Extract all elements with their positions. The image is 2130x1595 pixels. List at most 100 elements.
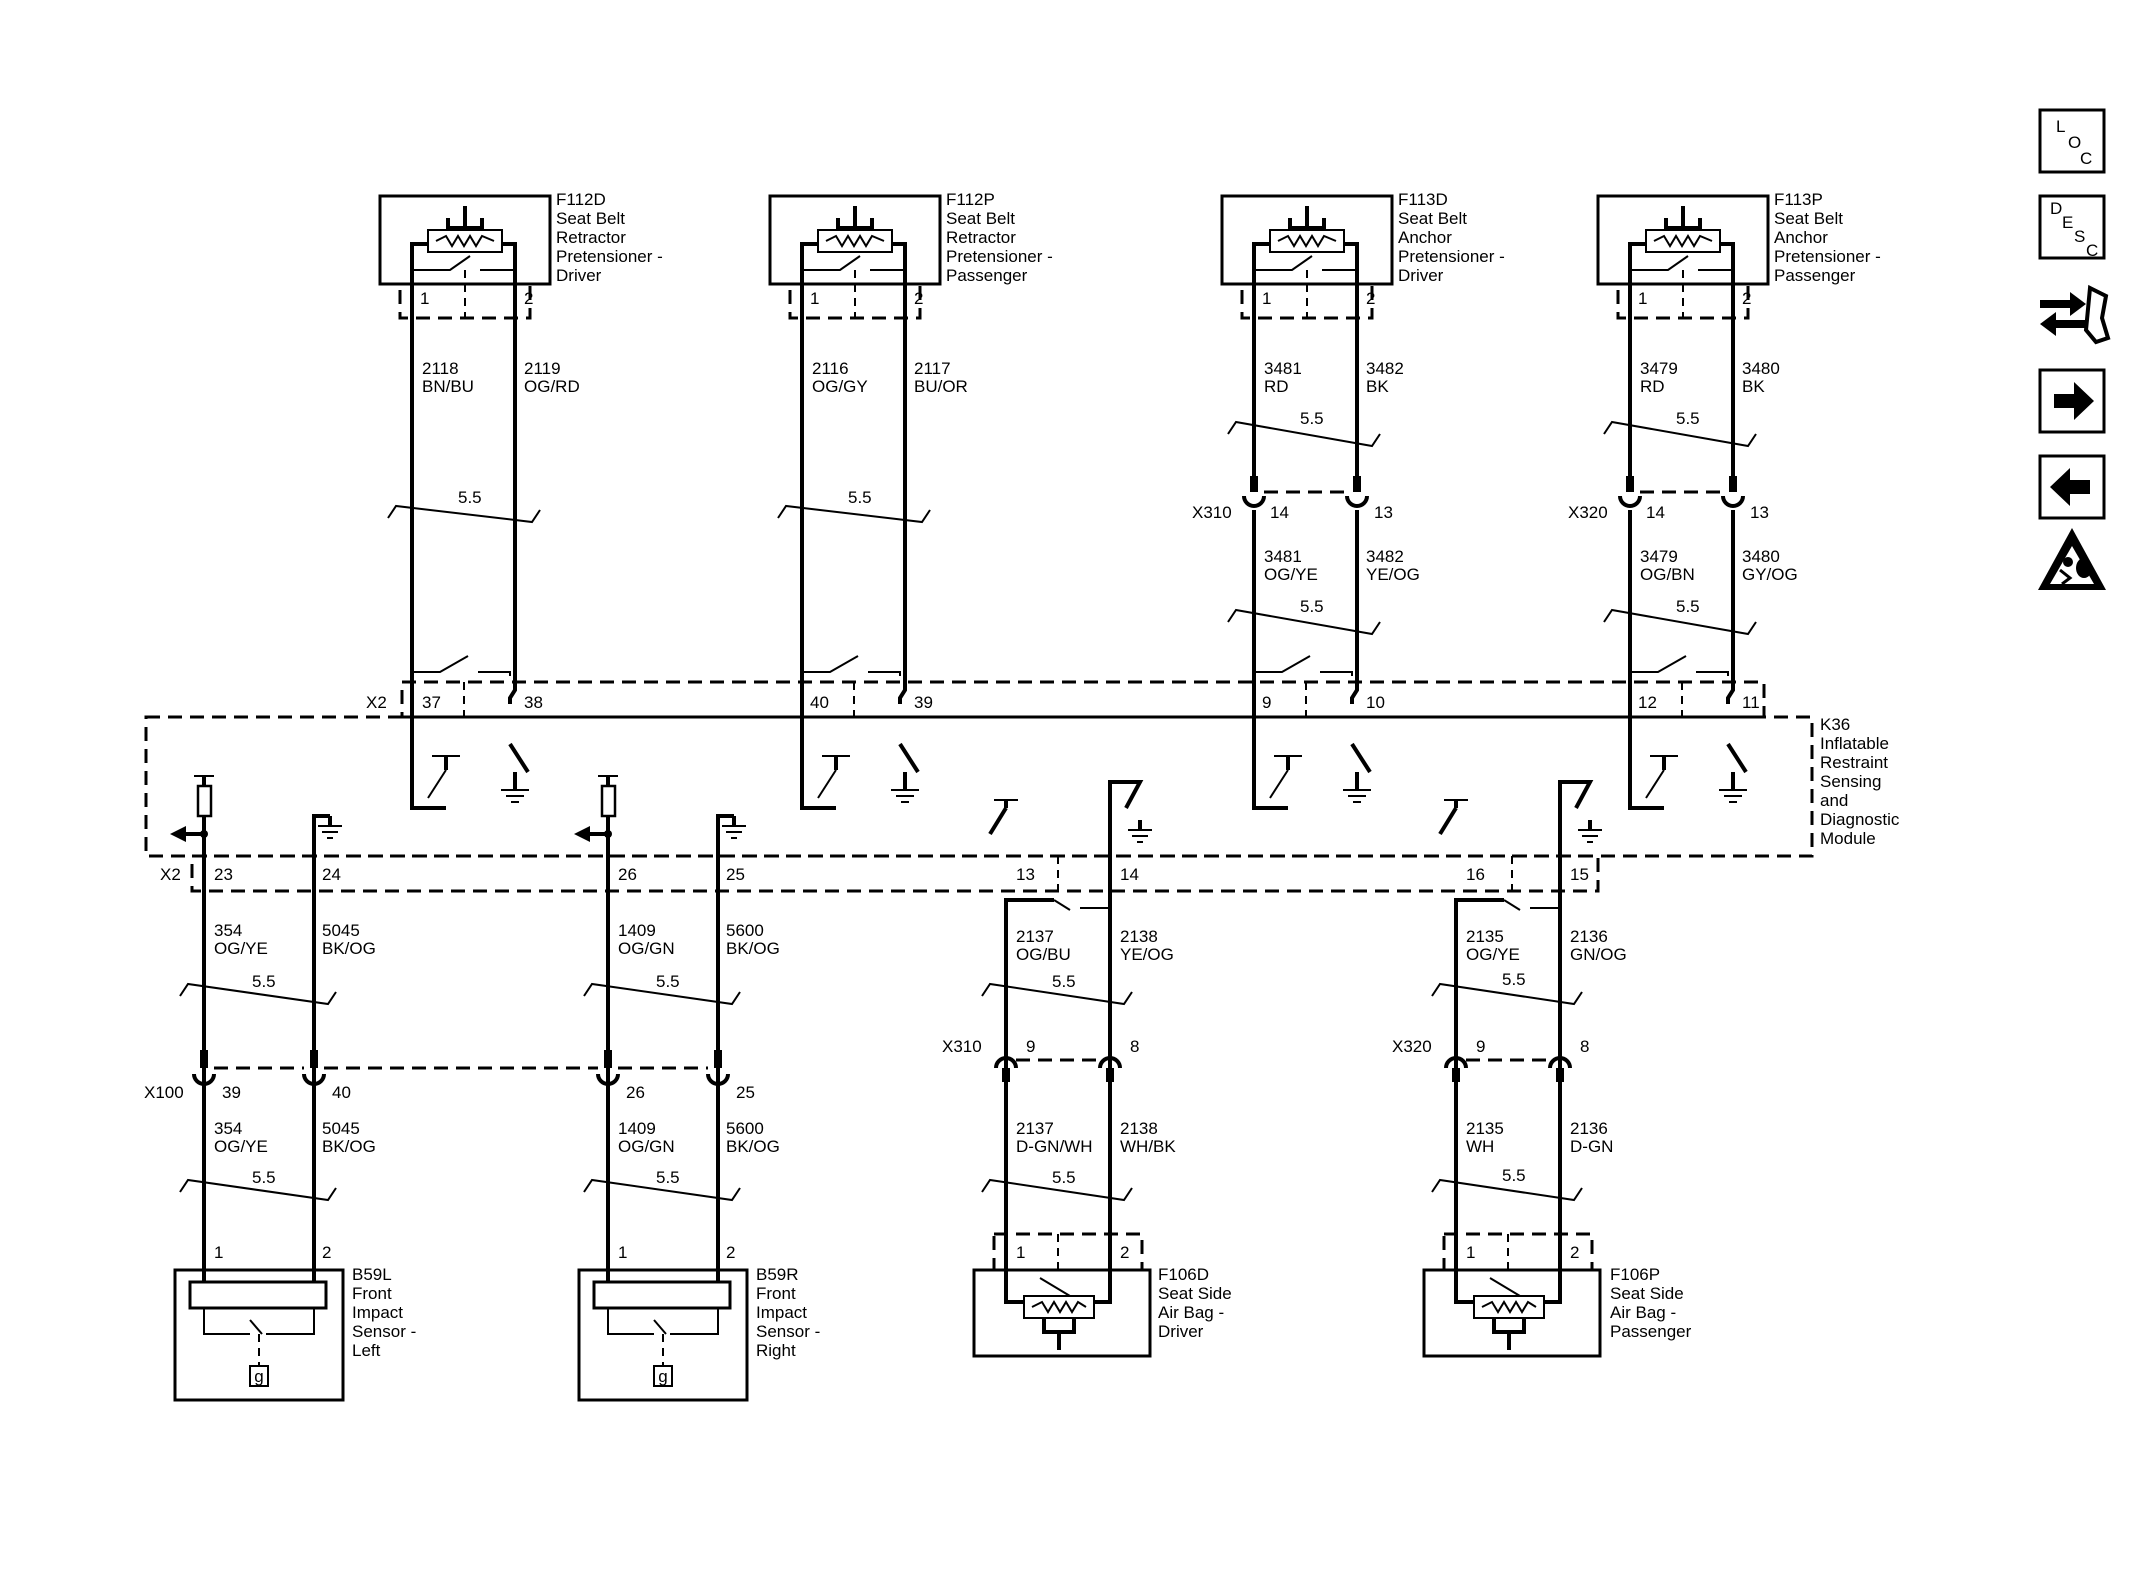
svg-text:D: D (2050, 199, 2062, 218)
svg-text:24: 24 (322, 865, 341, 884)
svg-text:14: 14 (1120, 865, 1139, 884)
svg-text:40: 40 (332, 1083, 351, 1102)
svg-text:2: 2 (524, 289, 533, 308)
component-f112p[interactable] (768, 194, 942, 320)
prev-page-button[interactable] (2038, 454, 2106, 520)
svg-text:25: 25 (726, 865, 745, 884)
connector-x310-bottom[interactable] (994, 1056, 1122, 1082)
svg-text:2: 2 (1120, 1243, 1129, 1262)
svg-text:S: S (2074, 227, 2085, 246)
connector-x100[interactable] (192, 1050, 730, 1086)
svg-text:1: 1 (1466, 1243, 1475, 1262)
svg-text:11: 11 (1742, 693, 1760, 712)
connector-x310-top[interactable] (1242, 476, 1369, 508)
desc-button[interactable]: D E S C (2038, 194, 2106, 260)
svg-text:X2: X2 (160, 865, 181, 884)
svg-text:14: 14 (1270, 503, 1289, 522)
k36-switches-f113p (1628, 655, 1748, 810)
svg-text:1: 1 (420, 289, 429, 308)
module-k36[interactable] (144, 680, 1814, 893)
svg-text:O: O (2068, 133, 2081, 152)
svg-text:5.5: 5.5 (1502, 1166, 1526, 1185)
k36-circuit-f106d (988, 780, 1152, 1068)
wires-lower (202, 1068, 1562, 1270)
svg-text:5.5: 5.5 (1052, 972, 1076, 991)
svg-text:X310: X310 (1192, 503, 1232, 522)
svg-text:1: 1 (214, 1243, 223, 1262)
twist-markers-top (387, 420, 1757, 636)
svg-text:C: C (2086, 241, 2098, 260)
svg-text:X320: X320 (1568, 503, 1608, 522)
svg-text:13: 13 (1374, 503, 1393, 522)
svg-text:8: 8 (1130, 1037, 1139, 1056)
k36-switches-f112d (410, 655, 530, 810)
component-b59r[interactable]: g (577, 1256, 749, 1402)
svg-text:X2: X2 (366, 693, 387, 712)
component-f113p[interactable] (1596, 194, 1770, 320)
svg-text:15: 15 (1570, 865, 1589, 884)
svg-text:5.5: 5.5 (252, 1168, 276, 1187)
connector-labels: X2 X2 X310 X320 X100 X310 X320 (144, 503, 1608, 1102)
svg-text:10: 10 (1366, 693, 1385, 712)
svg-text:5.5: 5.5 (1502, 970, 1526, 989)
k36-switches-f113d (1252, 655, 1372, 810)
svg-text:1: 1 (1262, 289, 1271, 308)
svg-text:2: 2 (1742, 289, 1751, 308)
svg-text:38: 38 (524, 693, 543, 712)
svg-text:14: 14 (1646, 503, 1665, 522)
connector-x320-bottom[interactable] (1444, 1056, 1572, 1082)
connector-wrench-icon[interactable] (2040, 284, 2111, 345)
svg-text:9: 9 (1476, 1037, 1485, 1056)
svg-text:5.5: 5.5 (458, 488, 482, 507)
svg-text:26: 26 (626, 1083, 645, 1102)
svg-text:40: 40 (810, 693, 829, 712)
twist-labels: 5.5 5.5 5.5 5.5 5.5 5.5 5.5 5.5 5.5 5.5 … (252, 409, 1700, 1187)
next-page-button[interactable] (2038, 368, 2106, 434)
component-b59l[interactable]: g (173, 1256, 345, 1402)
svg-text:X320: X320 (1392, 1037, 1432, 1056)
component-f112d[interactable] (378, 194, 552, 320)
wires-top (410, 320, 1735, 668)
svg-text:5.5: 5.5 (1300, 597, 1324, 616)
svg-text:2: 2 (1570, 1243, 1579, 1262)
svg-text:X100: X100 (144, 1083, 184, 1102)
connector-x320-top[interactable] (1618, 476, 1745, 508)
svg-text:5.5: 5.5 (656, 1168, 680, 1187)
svg-text:5.5: 5.5 (1676, 409, 1700, 428)
component-f106p[interactable] (1422, 1232, 1602, 1358)
component-f106d[interactable] (972, 1232, 1152, 1358)
component-f113d[interactable] (1220, 194, 1394, 320)
sensor-ground-right: g (658, 1367, 667, 1386)
svg-text:12: 12 (1638, 693, 1657, 712)
svg-text:37: 37 (422, 693, 441, 712)
svg-text:39: 39 (222, 1083, 241, 1102)
svg-text:9: 9 (1262, 693, 1271, 712)
svg-text:5.5: 5.5 (656, 972, 680, 991)
loc-button[interactable]: L O C (2038, 108, 2106, 174)
svg-text:1: 1 (810, 289, 819, 308)
airbag-warning-icon[interactable] (2038, 528, 2106, 590)
